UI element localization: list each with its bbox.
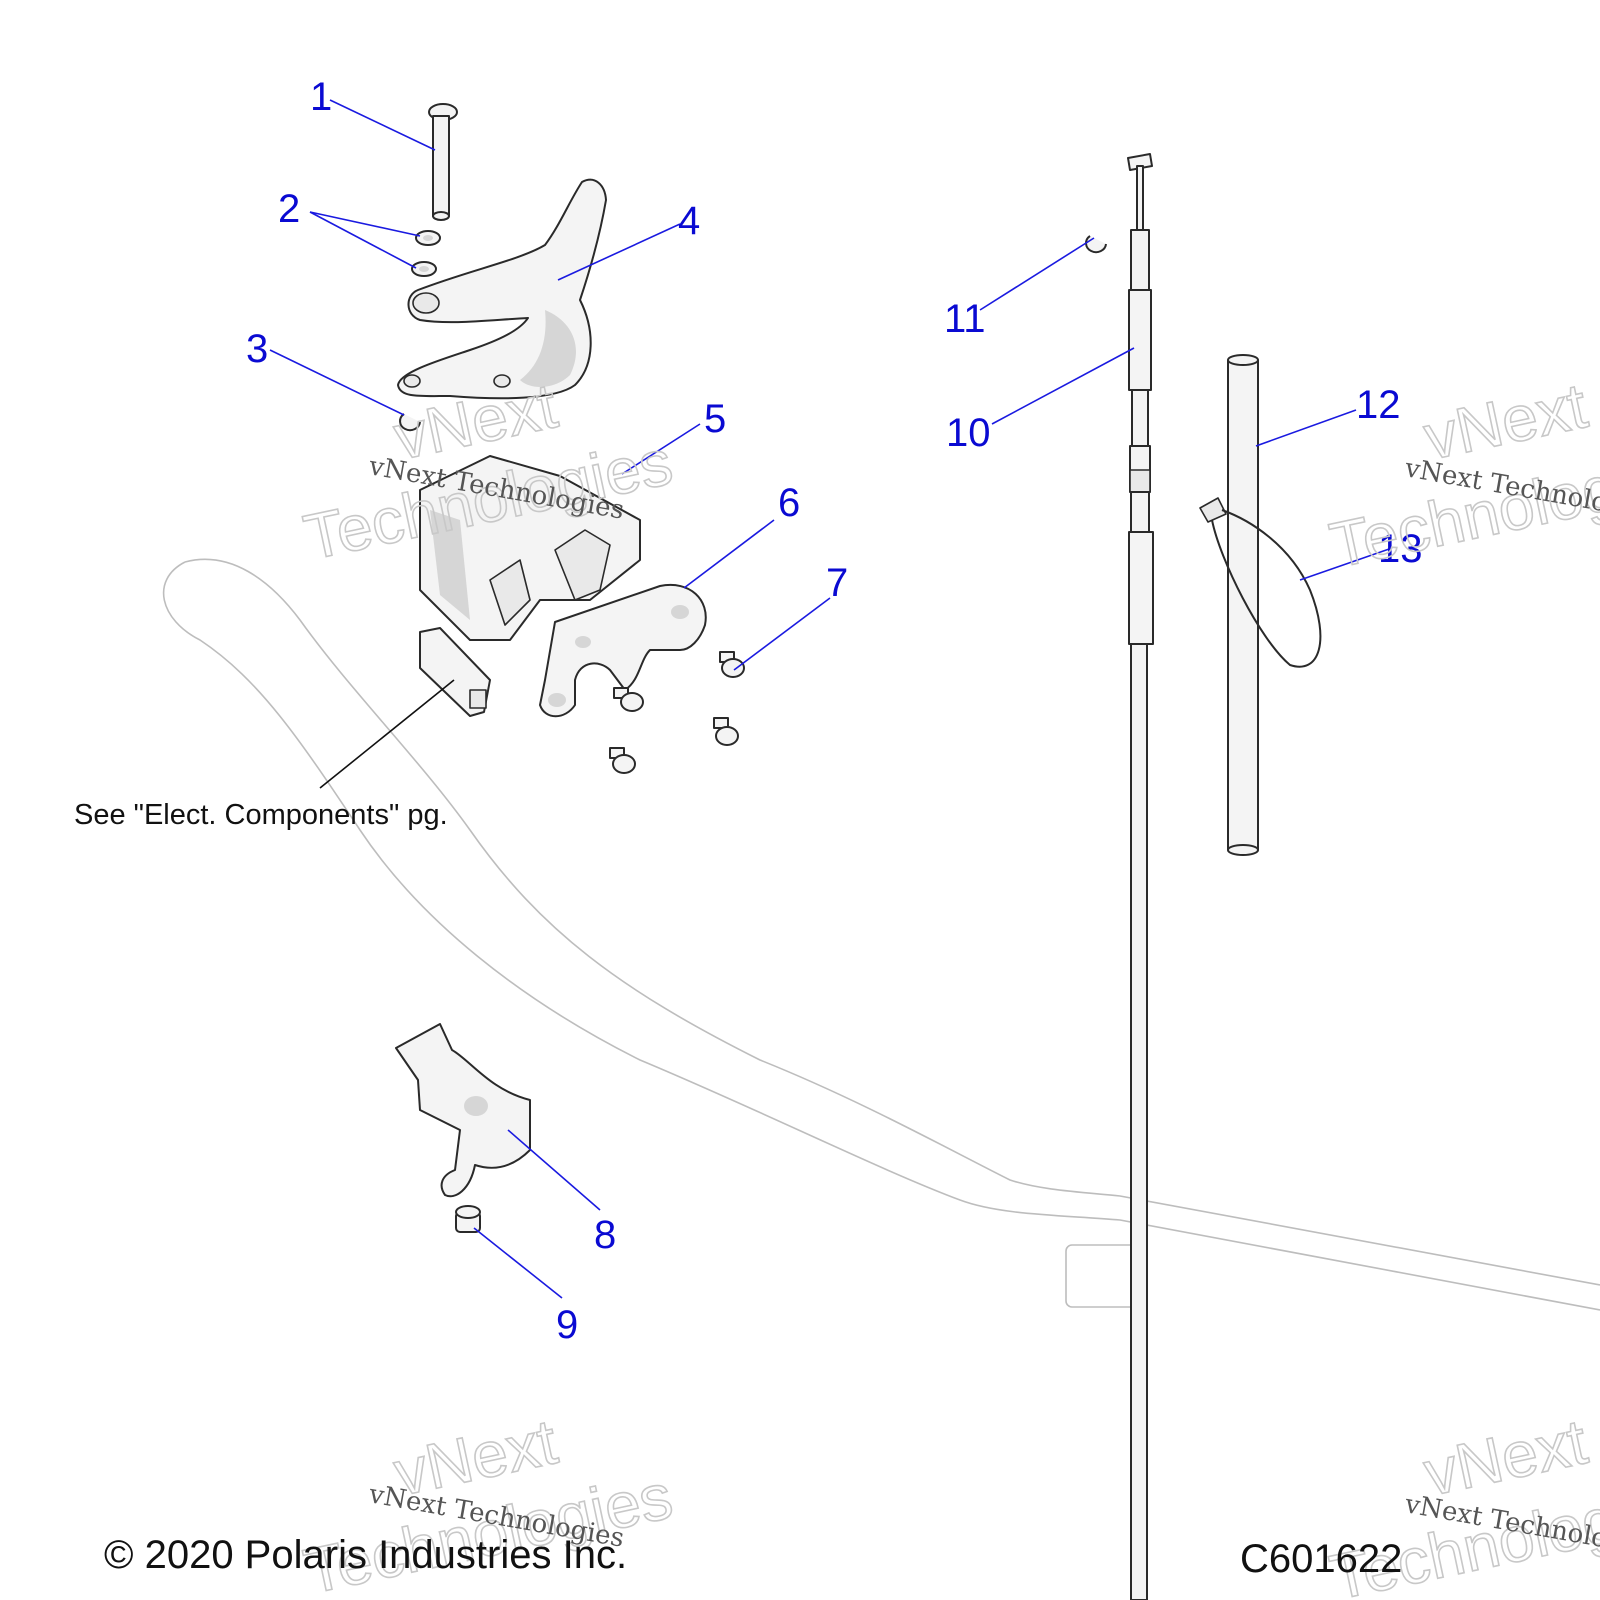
- diagram-id: C601622: [1240, 1537, 1402, 1581]
- callout-11: 11: [944, 297, 986, 341]
- washer-parts: [411, 230, 441, 277]
- callout-13: 13: [1378, 527, 1423, 571]
- frame-tube-ghost: [162, 558, 1600, 1311]
- e-clip-part: [399, 413, 421, 432]
- callout-10: 10: [946, 411, 991, 455]
- callout-3: 3: [246, 327, 268, 371]
- hook-bracket-part: [395, 1023, 531, 1198]
- nut-part: [455, 1205, 481, 1233]
- callout-12: 12: [1356, 383, 1401, 427]
- lever-bracket-part: [397, 178, 607, 400]
- screw-parts: [609, 651, 745, 774]
- clip-part: [1085, 235, 1107, 254]
- cable-tie-part: [1199, 497, 1322, 668]
- callout-5: 5: [704, 397, 726, 441]
- callout-8: 8: [594, 1213, 616, 1257]
- pin-part: [428, 103, 458, 221]
- cable-bracket-ghost: [1065, 1244, 1141, 1308]
- callout-2: 2: [278, 187, 300, 231]
- callout-4: 4: [678, 199, 700, 243]
- connector-part: [419, 627, 491, 717]
- callout-7: 7: [826, 561, 848, 605]
- cable-part: [1127, 153, 1154, 1600]
- clamp-plate-part: [539, 583, 707, 718]
- callout-6: 6: [778, 481, 800, 525]
- housing-part: [419, 455, 641, 641]
- leader-lines: [269, 99, 1393, 1299]
- callout-9: 9: [556, 1303, 578, 1347]
- watermark-line1: vNext: [1418, 369, 1593, 473]
- callout-labels: 1 2 3 4 5 6 7 8 9 10 11 12 13: [246, 75, 1423, 1347]
- electrical-components-note: See "Elect. Components" pg.: [74, 799, 448, 831]
- callout-1: 1: [310, 75, 332, 119]
- tube-part: [1227, 354, 1259, 856]
- copyright-text: © 2020 Polaris Industries Inc.: [104, 1533, 627, 1577]
